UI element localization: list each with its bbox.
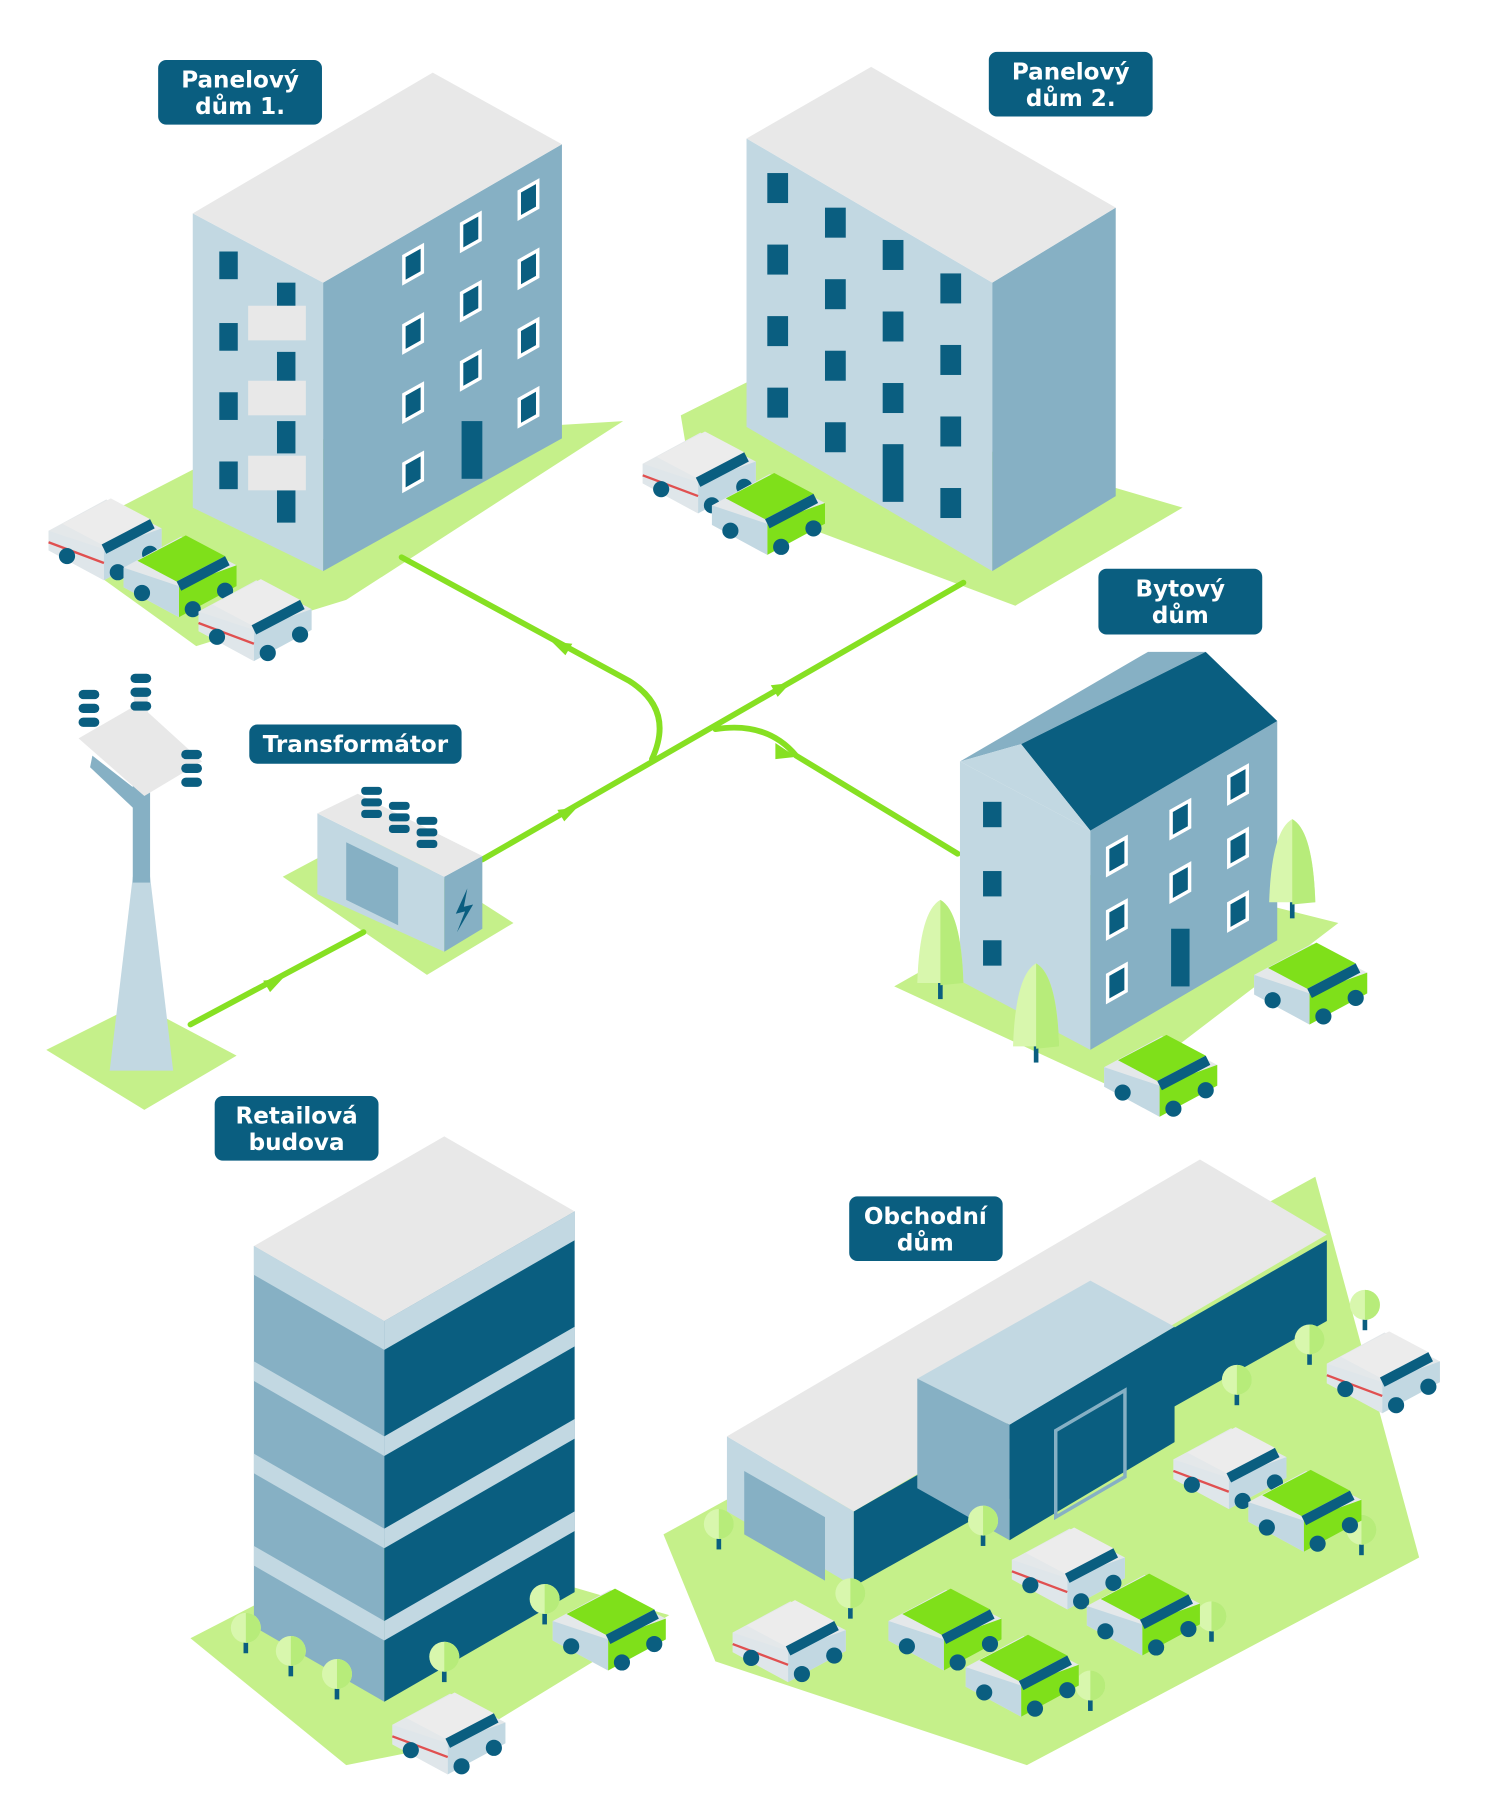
- insulator-icon: [78, 673, 202, 787]
- building-panelovy-dum-2: [746, 66, 1116, 572]
- line-transformer-panel2: [479, 579, 967, 863]
- label-line: budova: [249, 1130, 345, 1156]
- label-line: Panelový: [181, 68, 299, 94]
- label-line: dům 1.: [195, 93, 285, 120]
- lightning-icon: [455, 888, 474, 933]
- arrow-icon: [263, 978, 283, 993]
- building-bytovy-dum: [959, 651, 1278, 1050]
- building-retailova-budova: [253, 1136, 575, 1702]
- windows: [767, 173, 962, 519]
- building-obchodni-dum: [726, 1159, 1327, 1587]
- label-line: dům: [897, 1230, 954, 1257]
- svg-text:Transformátor: Transformátor: [263, 732, 449, 758]
- label-line: Retailová: [235, 1104, 357, 1130]
- label-line: Bytový: [1136, 576, 1226, 602]
- insulator-icon: [361, 786, 438, 848]
- label-line: Panelový: [1012, 60, 1130, 86]
- arrow-icon: [557, 807, 577, 822]
- label-line: dům 2.: [1026, 85, 1116, 112]
- line-bytovy: [712, 724, 961, 857]
- arrow-icon: [770, 682, 791, 697]
- building-panelovy-dum-1: [192, 72, 562, 572]
- line-panel1: [398, 554, 663, 763]
- power-lines: [187, 554, 967, 1028]
- windows: [219, 179, 540, 523]
- power-pylon: [78, 673, 202, 1071]
- floor-bands: [253, 1211, 575, 1641]
- label-line: dům: [1152, 602, 1209, 629]
- line-pylon-transformer: [187, 929, 367, 1028]
- label-line: Obchodní: [864, 1204, 988, 1230]
- label-line: Transformátor: [263, 732, 449, 758]
- label-transformator: Transformátor: [249, 724, 462, 764]
- arrow-icon: [551, 641, 573, 656]
- transformer-box: [317, 786, 483, 952]
- flow-arrows: [263, 641, 797, 993]
- arrow-icon: [775, 742, 797, 760]
